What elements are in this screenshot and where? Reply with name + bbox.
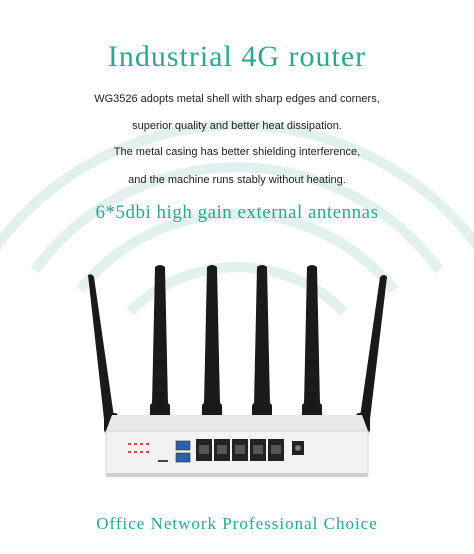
antenna-feature-text: 6*5dbi high gain external antennas — [95, 202, 379, 223]
status-leds — [128, 443, 149, 453]
usb-port-icon — [175, 440, 191, 451]
sim-slot — [158, 460, 168, 462]
description-line-3: The metal casing has better shielding in… — [113, 146, 361, 158]
page-title: Industrial 4G router — [107, 40, 367, 73]
antennas — [88, 265, 387, 433]
router-device-icon — [88, 265, 387, 477]
description-line-1: WG3526 adopts metal shell with sharp edg… — [94, 93, 380, 105]
ethernet-port-icon — [196, 439, 284, 461]
footer-slogan: Office Network Professional Choice — [96, 514, 378, 533]
description-line-2: superior quality and better heat dissipa… — [132, 120, 342, 132]
description-line-4: and the machine runs stably without heat… — [128, 174, 346, 186]
